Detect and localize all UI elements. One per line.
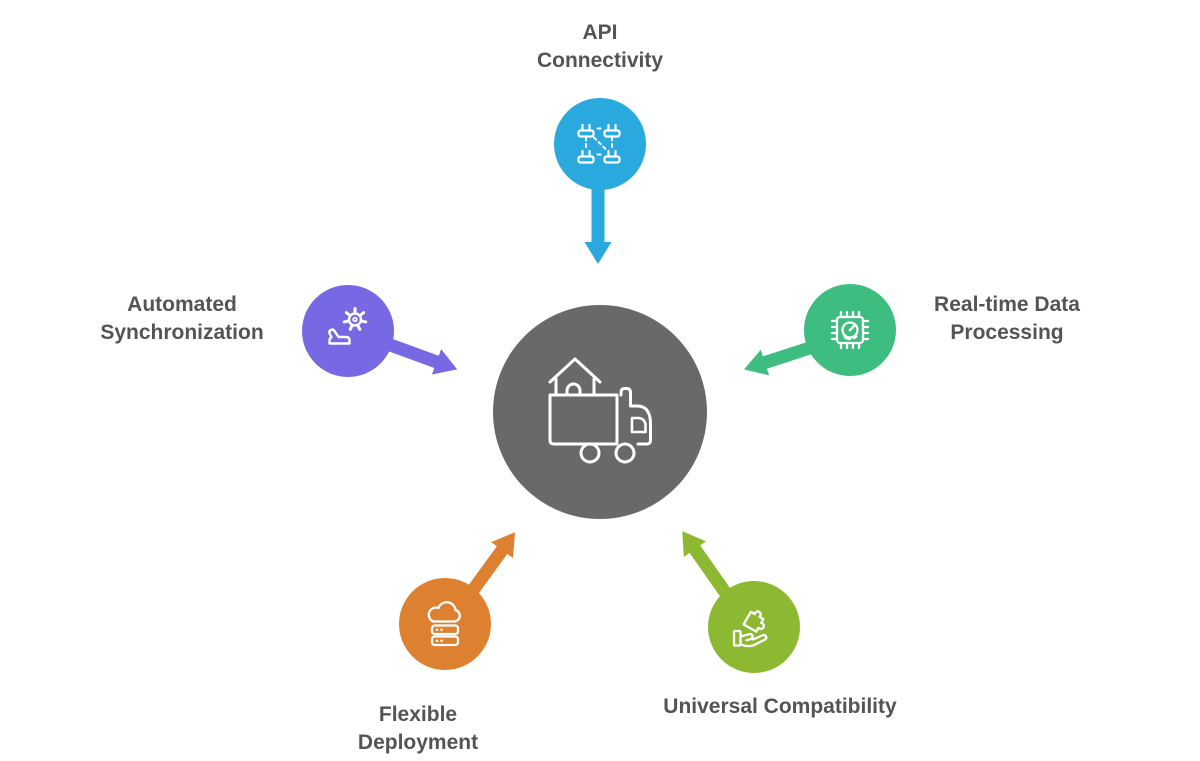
hand-puzzle-icon bbox=[732, 610, 768, 648]
arrow-api-to-center bbox=[584, 182, 612, 264]
api-plugs-network-icon bbox=[577, 123, 621, 164]
node-automated-synchronization bbox=[302, 285, 394, 377]
chip-gauge-icon bbox=[830, 310, 870, 350]
node-realtime-data-processing bbox=[804, 284, 896, 376]
label-api-connectivity: API Connectivity bbox=[536, 21, 664, 72]
label-universal-compatibility: Universal Compatibility bbox=[663, 695, 897, 718]
node-api-connectivity bbox=[554, 98, 646, 190]
arrow-sync-to-center bbox=[379, 335, 458, 375]
cloud-server-icon bbox=[427, 601, 461, 647]
node-flexible-deployment bbox=[399, 578, 491, 670]
arrow-compat-to-center bbox=[682, 531, 733, 599]
center-hub-circle bbox=[493, 305, 707, 519]
label-realtime-data-processing: Real-time Data Processing bbox=[934, 293, 1080, 344]
label-flexible-deployment: Flexible Deployment bbox=[357, 703, 479, 754]
arrow-deploy-to-center bbox=[462, 532, 516, 601]
node-universal-compatibility bbox=[708, 581, 800, 673]
arrow-realtime-to-center bbox=[744, 337, 825, 376]
moving-truck-house-icon bbox=[548, 357, 652, 464]
label-automated-synchronization: Automated Synchronization bbox=[100, 293, 264, 344]
gear-automation-icon bbox=[328, 307, 368, 345]
